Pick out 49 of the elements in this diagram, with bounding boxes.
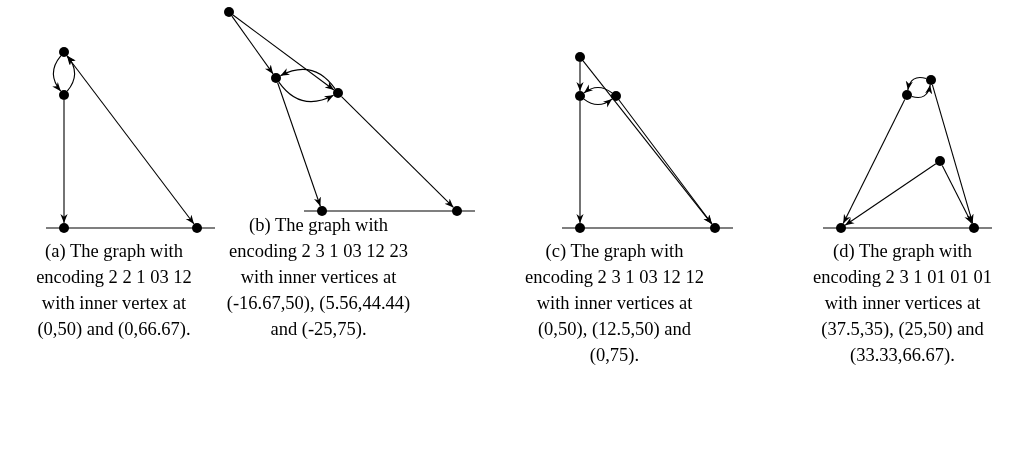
arrow	[931, 84, 974, 224]
vertex-dot	[575, 223, 585, 233]
vertex-dot	[575, 52, 585, 62]
curved-arrow	[583, 98, 613, 108]
arrow	[582, 60, 713, 225]
arrow	[60, 99, 68, 224]
curved-arrow	[583, 84, 613, 94]
vertex-dot	[935, 156, 945, 166]
figure-caption: (b) The graph with encoding 2 3 1 03 12 23 with inner vertices at (-16.67,50), (5.56,44.44) and (-25,75).	[225, 214, 412, 341]
arrow	[576, 100, 584, 224]
arrow	[66, 55, 195, 225]
curved-arrow	[911, 84, 932, 98]
arrow	[277, 82, 321, 207]
curved-arrow	[66, 55, 76, 92]
vertex-dot	[224, 7, 234, 17]
figure-caption: (a) The graph with encoding 2 2 1 03 12 with inner vertex at (0,50) and (0,66.67).	[35, 240, 193, 341]
vertex-dot	[969, 223, 979, 233]
arrow	[842, 98, 906, 225]
curved-arrow	[278, 81, 335, 103]
vertex-dot	[611, 91, 621, 101]
baseline	[303, 210, 476, 212]
figure-caption: (d) The graph with encoding 2 3 1 01 01 01 with inner vertices at (37.5,35), (25,50) and (33.33,66.67).	[812, 240, 993, 367]
arrow	[232, 14, 335, 91]
vertex-dot	[710, 223, 720, 233]
vertex-dot	[59, 223, 69, 233]
vertex-dot	[271, 73, 281, 83]
vertex-dot	[317, 206, 327, 216]
curved-arrow	[906, 77, 927, 91]
curved-arrow	[279, 68, 336, 90]
figure-caption: (c) The graph with encoding 2 3 1 03 12 12 with inner vertices at (0,50), (12.5,50) and (0,75).	[524, 240, 705, 367]
arrow	[576, 61, 584, 92]
arrow	[941, 164, 973, 225]
vertex-dot	[59, 47, 69, 57]
arrow	[844, 163, 937, 226]
vertex-dot	[836, 223, 846, 233]
vertex-dot	[575, 91, 585, 101]
arrow	[231, 15, 274, 75]
vertex-dot	[926, 75, 936, 85]
vertex-dot	[333, 88, 343, 98]
baseline	[822, 227, 993, 229]
vertex-dot	[59, 90, 69, 100]
arrow	[341, 95, 454, 209]
arrow	[618, 99, 713, 225]
baseline	[561, 227, 734, 229]
curved-arrow	[52, 55, 62, 92]
vertex-dot	[192, 223, 202, 233]
vertex-dot	[902, 90, 912, 100]
vertex-dot	[452, 206, 462, 216]
baseline	[45, 227, 216, 229]
